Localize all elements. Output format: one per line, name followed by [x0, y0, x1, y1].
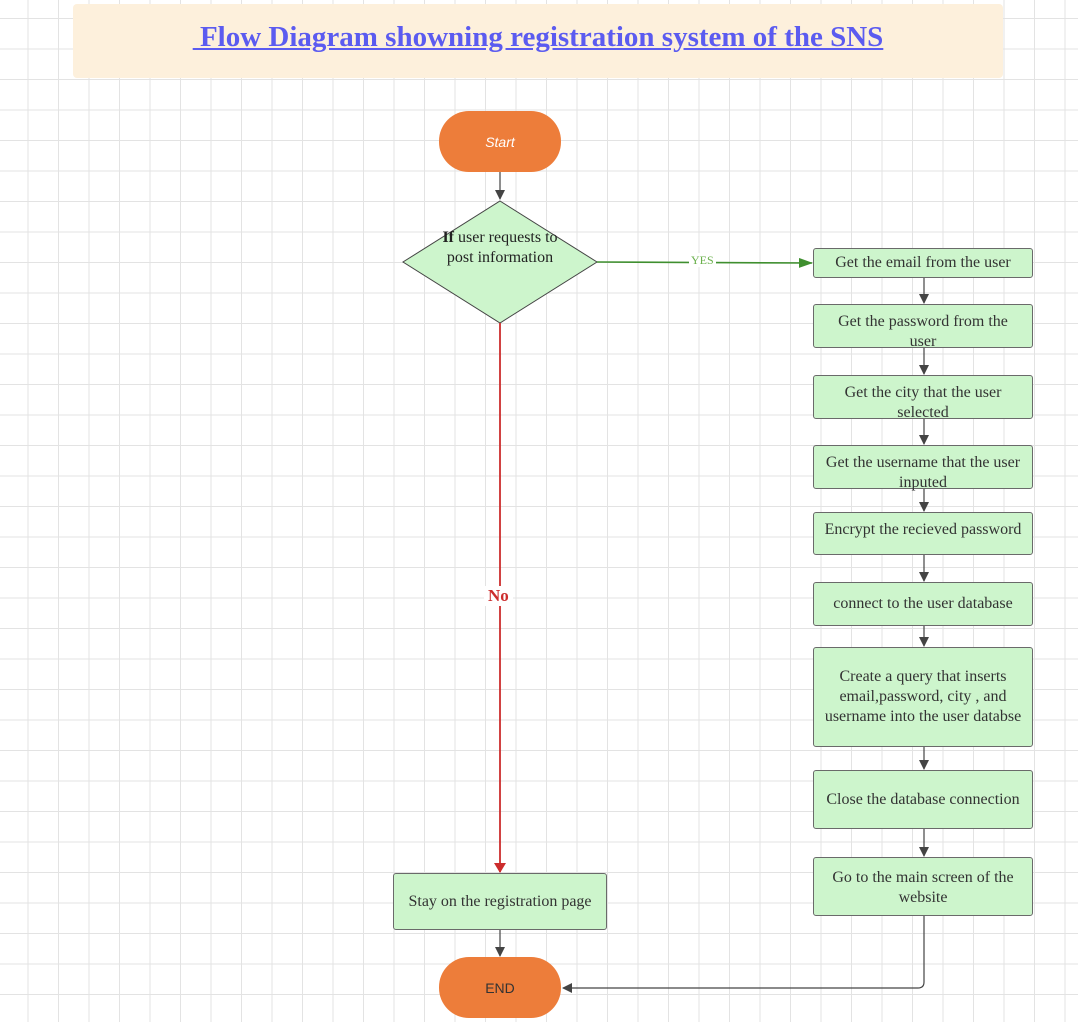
- decision-text: user requests to post information: [446, 229, 558, 266]
- stay-registration-box: Stay on the registration page: [393, 873, 607, 930]
- decision-bold-word: If: [442, 229, 455, 246]
- no-label: No: [484, 586, 513, 606]
- yes-label: YES: [689, 253, 716, 267]
- step-connect-database: connect to the user database: [813, 582, 1033, 626]
- step-get-email: Get the email from the user: [813, 248, 1033, 278]
- decision-label: If user requests to post information: [430, 228, 570, 268]
- stay-label: Stay on the registration page: [408, 892, 592, 910]
- step-go-main-screen: Go to the main screen of the website: [813, 857, 1033, 916]
- step-get-password: Get the password from the user: [813, 304, 1033, 350]
- step-encrypt-password: Encrypt the recieved password: [813, 512, 1033, 555]
- final-to-end-arrow: [562, 916, 925, 993]
- start-terminal: Start: [439, 111, 561, 172]
- diagram-title: Flow Diagram showning registration syste…: [192, 20, 884, 53]
- step-create-query: Create a query that inserts email,passwo…: [813, 647, 1033, 747]
- end-label: END: [485, 979, 515, 996]
- title-banner: Flow Diagram showning registration syste…: [73, 4, 1003, 78]
- start-label: Start: [485, 133, 515, 150]
- step-close-connection: Close the database connection: [813, 770, 1033, 829]
- step-get-city: Get the city that the user selected: [813, 375, 1033, 421]
- step-get-username: Get the username that the user inputed: [813, 445, 1033, 491]
- end-terminal: END: [439, 957, 561, 1018]
